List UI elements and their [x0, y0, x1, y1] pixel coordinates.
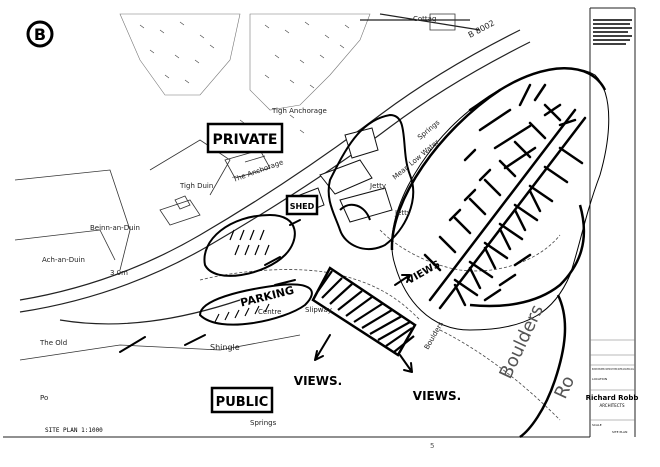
- place-the-old: The Old: [39, 339, 67, 347]
- centre-buildings: [299, 127, 393, 223]
- place-boulders-small: Boulders: [423, 320, 445, 351]
- place-the-anchorage: The Anchorage: [231, 158, 284, 184]
- place-tigh-duin: Tigh Duin: [179, 182, 213, 190]
- drawing-ref-mark: B: [26, 20, 54, 48]
- place-cottage: Cottag: [413, 15, 436, 23]
- public-label-box: PUBLIC: [210, 386, 274, 414]
- place-jetty-1: Jetty: [369, 182, 386, 190]
- firm-name: Richard Robb: [586, 394, 639, 402]
- drawing-ref-letter: B: [34, 25, 46, 44]
- title-description: PROPOSED DEVELOPMENT AT ARDFERN YACHT CE…: [592, 367, 634, 371]
- place-springs-top: Springs: [416, 118, 442, 141]
- place-beinn-an-duin: Beinn-an-Duin: [90, 224, 140, 232]
- view-arrows: [314, 274, 413, 373]
- place-shingle: Shingle: [210, 343, 240, 352]
- title-scale: SCALE: [592, 423, 602, 427]
- place-jetty-2: Jetty: [394, 209, 411, 217]
- firm-sub: ARCHITECTS: [599, 403, 625, 408]
- public-label: PUBLIC: [216, 395, 269, 410]
- boat-shed-hatched: [311, 266, 417, 357]
- title-block: PROPOSED DEVELOPMENT AT ARDFERN YACHT CE…: [586, 19, 639, 434]
- car-park-oval: [203, 213, 296, 277]
- views-label-bottom-right: VIEWS.: [413, 389, 461, 403]
- drawing-title-footer: SITE PLAN 1:1000: [45, 427, 103, 434]
- place-springs-bottom: Springs: [250, 419, 277, 427]
- marina-pontoons: [423, 83, 587, 310]
- title-drawing-no: SITE PLAN: [612, 430, 627, 434]
- shed-label: SHED: [290, 202, 315, 211]
- place-boulders-large: Boulders: [495, 302, 547, 383]
- place-names: Cottag B 8002 Tigh Anchorage The Anchora…: [39, 15, 579, 427]
- private-label-box: PRIVATE: [206, 122, 284, 154]
- place-b8002: B 8002: [467, 18, 496, 39]
- shed-box: SHED: [285, 194, 319, 216]
- private-label: PRIVATE: [213, 132, 278, 148]
- sheet-frame: [3, 7, 636, 438]
- page-number: 5: [430, 442, 434, 450]
- place-centre: Centre: [258, 308, 281, 316]
- place-tigh-anchorage: Tigh Anchorage: [271, 107, 327, 115]
- woodland-hatching: [119, 13, 371, 144]
- parking-oval: [198, 283, 313, 326]
- views-label-bottom-left: VIEWS.: [294, 374, 342, 388]
- views-label-right: VIEWS: [405, 259, 442, 287]
- place-po: Po: [40, 394, 48, 402]
- road-markings: [119, 219, 301, 353]
- place-ach-an-duin: Ach-an-Duin: [42, 256, 85, 264]
- central-site-outline: [327, 113, 415, 250]
- title-location: LOCATION: [592, 377, 607, 381]
- place-slipway: Slipway: [305, 306, 332, 314]
- place-level: 3.0m: [110, 269, 128, 277]
